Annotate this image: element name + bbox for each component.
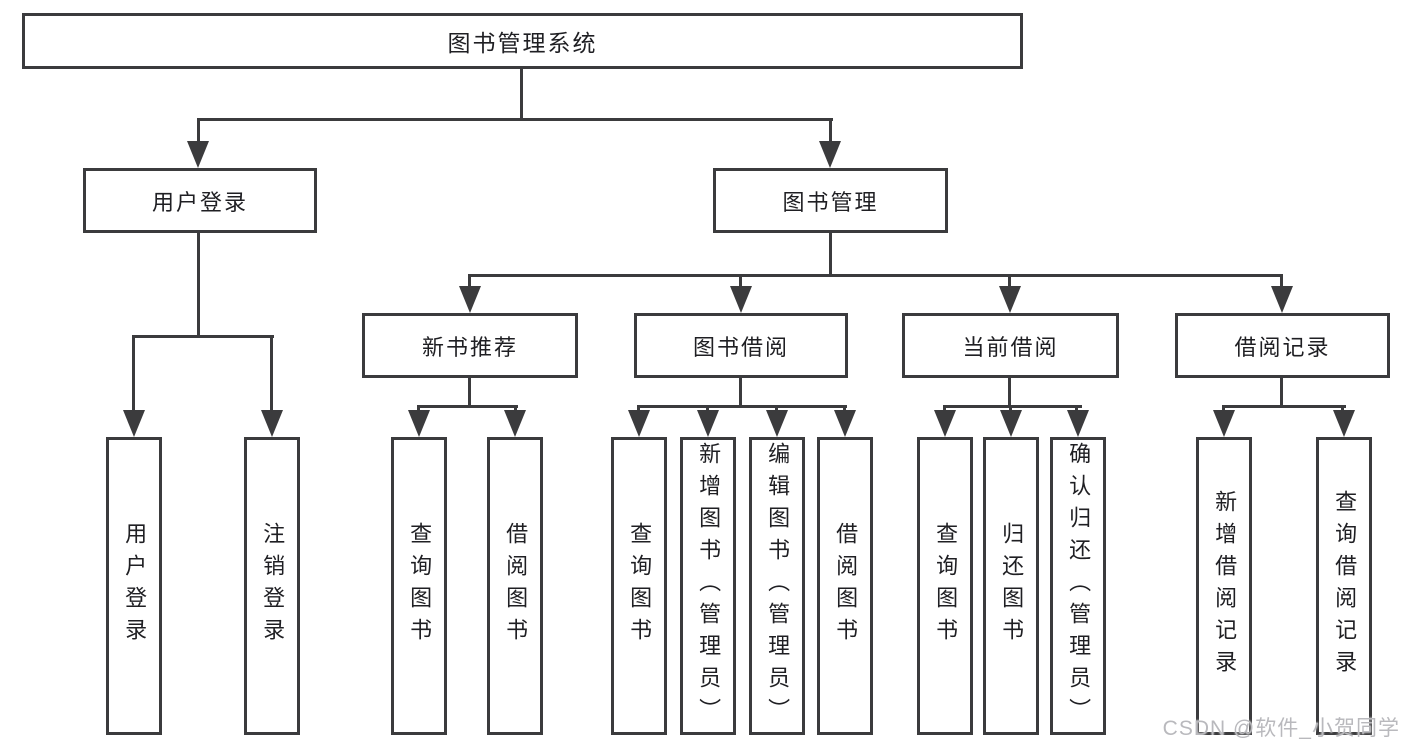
node-leaf-label: 借阅图书 (833, 522, 859, 650)
arrowhead-icon (123, 410, 145, 437)
node-leaf-label: 用户登录 (122, 522, 148, 650)
edge-line (468, 377, 471, 408)
arrowhead-icon (1067, 410, 1089, 437)
arrowhead-icon (504, 410, 526, 437)
edge-line (943, 405, 946, 413)
edge-line (943, 405, 1082, 408)
edge-line (829, 118, 832, 145)
node-new-book-recommend: 新书推荐 (362, 313, 578, 378)
arrowhead-icon (766, 410, 788, 437)
node-leaf-label: 确认归还（管理员） (1066, 442, 1092, 730)
node-leaf-label: 新增借阅记录 (1212, 490, 1238, 682)
edge-line (132, 335, 274, 338)
node-leaf-query-books-2: 查询图书 (611, 437, 667, 735)
node-leaf-query-books-1: 查询图书 (391, 437, 447, 735)
node-leaf-label: 新增图书（管理员） (696, 442, 722, 730)
arrowhead-icon (834, 410, 856, 437)
node-leaf-label: 查询借阅记录 (1332, 490, 1358, 682)
node-leaf-add-borrow-record: 新增借阅记录 (1196, 437, 1252, 735)
node-leaf-label: 编辑图书（管理员） (765, 442, 791, 730)
node-book-management-label: 图书管理 (782, 189, 879, 215)
edge-line (1222, 405, 1346, 408)
node-leaf-user-login: 用户登录 (106, 437, 162, 735)
node-leaf-return-book: 归还图书 (983, 437, 1039, 735)
arrowhead-icon (697, 410, 719, 437)
edge-line (468, 274, 1283, 277)
arrowhead-icon (1000, 410, 1022, 437)
node-leaf-confirm-return-admin: 确认归还（管理员） (1050, 437, 1106, 735)
edge-line (1008, 377, 1011, 408)
edge-line (637, 405, 640, 413)
node-current-borrow: 当前借阅 (902, 313, 1119, 378)
edge-line (739, 274, 742, 289)
arrowhead-icon (934, 410, 956, 437)
edge-line (197, 118, 200, 145)
edge-line (417, 405, 420, 413)
edge-line (829, 232, 832, 277)
edge-line (520, 69, 523, 118)
node-leaf-label: 查询图书 (933, 522, 959, 650)
node-root: 图书管理系统 (22, 13, 1023, 69)
edge-line (1341, 405, 1344, 413)
node-leaf-label: 注销登录 (260, 522, 286, 650)
node-leaf-add-book-admin: 新增图书（管理员） (680, 437, 736, 735)
edge-line (1280, 274, 1283, 289)
edge-line (775, 405, 778, 413)
arrowhead-icon (819, 141, 841, 168)
node-leaf-query-borrow-record: 查询借阅记录 (1316, 437, 1372, 735)
node-leaf-label: 归还图书 (999, 522, 1025, 650)
edge-line (637, 405, 847, 408)
edge-line (514, 405, 517, 413)
node-leaf-borrow-books-1: 借阅图书 (487, 437, 543, 735)
edge-line (1075, 405, 1078, 413)
arrowhead-icon (730, 286, 752, 313)
node-leaf-borrow-books-2: 借阅图书 (817, 437, 873, 735)
edge-line (468, 274, 471, 289)
arrowhead-icon (1271, 286, 1293, 313)
node-book-borrow: 图书借阅 (634, 313, 848, 378)
node-book-borrow-label: 图书借阅 (692, 334, 789, 360)
edge-line (270, 335, 273, 413)
watermark: CSDN @软件_小贺同学 (1162, 717, 1400, 740)
node-leaf-edit-book-admin: 编辑图书（管理员） (749, 437, 805, 735)
arrowhead-icon (261, 410, 283, 437)
node-leaf-label: 查询图书 (407, 522, 433, 650)
arrowhead-icon (408, 410, 430, 437)
node-borrow-records-label: 借阅记录 (1234, 334, 1331, 360)
node-user-login-label: 用户登录 (151, 189, 248, 215)
node-leaf-query-books-3: 查询图书 (917, 437, 973, 735)
arrowhead-icon (628, 410, 650, 437)
edge-line (1009, 405, 1012, 413)
edge-line (739, 377, 742, 408)
node-leaf-label: 借阅图书 (503, 522, 529, 650)
arrowhead-icon (1213, 410, 1235, 437)
edge-line (1008, 274, 1011, 289)
node-leaf-label: 查询图书 (627, 522, 653, 650)
arrowhead-icon (459, 286, 481, 313)
edge-line (843, 405, 846, 413)
node-book-management: 图书管理 (713, 168, 948, 233)
edge-line (417, 405, 518, 408)
arrowhead-icon (999, 286, 1021, 313)
node-user-login: 用户登录 (83, 168, 317, 233)
node-borrow-records: 借阅记录 (1175, 313, 1390, 378)
edge-line (1280, 377, 1283, 408)
node-current-borrow-label: 当前借阅 (962, 334, 1059, 360)
node-root-label: 图书管理系统 (447, 30, 598, 56)
node-leaf-logout: 注销登录 (244, 437, 300, 735)
edge-line (197, 232, 200, 338)
edge-line (1222, 405, 1225, 413)
edge-line (197, 118, 833, 121)
arrowhead-icon (187, 141, 209, 168)
edge-line (132, 335, 135, 413)
arrowhead-icon (1333, 410, 1355, 437)
node-new-book-recommend-label: 新书推荐 (421, 334, 518, 360)
edge-line (706, 405, 709, 413)
